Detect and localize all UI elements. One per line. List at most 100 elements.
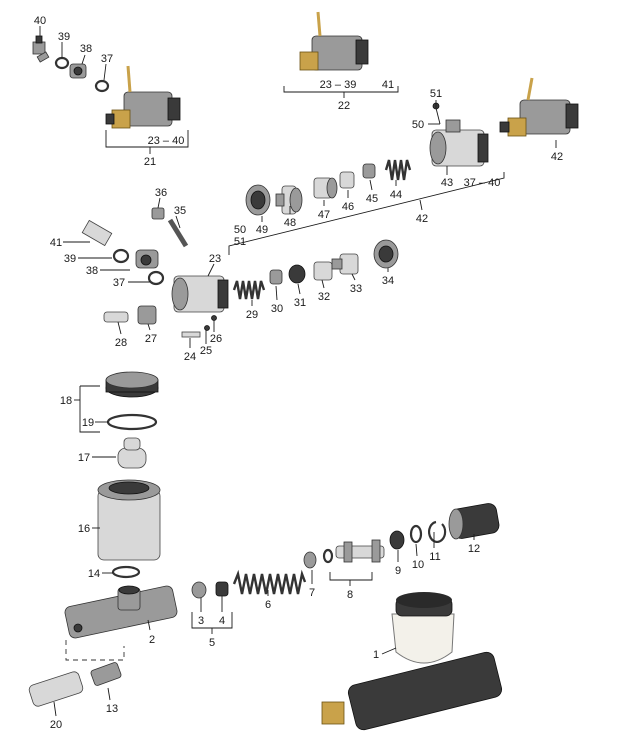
part-25-clip (204, 325, 210, 331)
callout-36: 36 (155, 187, 167, 199)
part-49-cap (245, 184, 271, 216)
callout-38: 38 (80, 43, 92, 55)
callout-25: 25 (200, 345, 212, 357)
part-28-bolt (103, 311, 129, 323)
callout-2: 2 (149, 634, 155, 646)
callout-44: 44 (390, 189, 402, 201)
part-39-washer-top (54, 56, 70, 70)
part-21-wheel-cylinder (105, 65, 181, 129)
part-31-seal (288, 264, 306, 284)
part-44-spring (384, 159, 412, 181)
part-35-bolt (167, 218, 189, 248)
callout-43: 43 (441, 177, 453, 189)
callout-6: 6 (265, 599, 271, 611)
part-37-washer-top (94, 79, 110, 93)
part-13-fitting (90, 662, 122, 686)
callout-39-mid: 39 (64, 253, 76, 265)
part-32-piston (313, 261, 333, 281)
dashed-reference-lines (65, 640, 125, 661)
part-6-spring (232, 569, 307, 595)
callout-37-mid: 37 (113, 277, 125, 289)
part-26-clip (211, 315, 217, 321)
part-48-piston (275, 185, 303, 215)
callout-39: 39 (58, 31, 70, 43)
callout-49: 49 (256, 224, 268, 236)
part-34-cap (373, 239, 399, 269)
callout-18: 18 (60, 395, 72, 407)
part-4-cup (215, 581, 229, 597)
part-2-master-cylinder (64, 585, 178, 639)
callout-9: 9 (395, 565, 401, 577)
callout-3: 3 (198, 615, 204, 627)
callout-31: 31 (294, 297, 306, 309)
part-43-cylinder-body (429, 102, 489, 167)
callout-51: 51 (234, 236, 246, 248)
callout-21-range: 23 – 40 (148, 135, 185, 147)
part-17-filter (117, 437, 147, 469)
callout-42-row: 42 (416, 213, 428, 225)
callout-24: 24 (184, 351, 196, 363)
callout-29: 29 (246, 309, 258, 321)
part-37-washer (147, 270, 165, 286)
callout-40: 40 (34, 15, 46, 27)
callout-28: 28 (115, 337, 127, 349)
callout-14: 14 (88, 568, 100, 580)
callout-19: 19 (82, 417, 94, 429)
callout-35: 35 (174, 205, 186, 217)
callout-33: 33 (350, 283, 362, 295)
part-38-banjo-top (69, 63, 87, 79)
part-14-seal-ring (111, 565, 141, 579)
part-46-seal (339, 171, 355, 189)
callout-22-range: 23 – 39 (320, 79, 357, 91)
callout-46: 46 (342, 201, 354, 213)
callout-20: 20 (50, 719, 62, 731)
part-40-bleed-screw (32, 35, 50, 63)
part-36-nut (151, 207, 165, 220)
part-18-reservoir-cap (105, 371, 159, 398)
callout-47: 47 (318, 209, 330, 221)
callout-12: 12 (468, 543, 480, 555)
callout-34: 34 (382, 275, 394, 287)
part-38-banjo (135, 249, 159, 269)
part-3-nut (191, 581, 207, 599)
callout-26: 26 (210, 333, 222, 345)
part-29-spring (232, 280, 266, 300)
callout-50: 50 (234, 224, 246, 236)
part-16-reservoir (97, 479, 161, 561)
callout-13: 13 (106, 703, 118, 715)
callout-41-top: 41 (382, 79, 394, 91)
callout-11: 11 (429, 551, 440, 563)
callout-37: 37 (101, 53, 113, 65)
part-47-cup (313, 177, 338, 199)
callout-42-right: 42 (551, 151, 563, 163)
callout-50-top: 50 (412, 119, 424, 131)
callout-42-range: 37 – 40 (464, 177, 501, 189)
callout-23: 23 (209, 253, 221, 265)
part-10-washer (409, 524, 423, 544)
part-20-pushrod (28, 671, 84, 707)
part-11-circlip (428, 520, 447, 543)
callout-48: 48 (284, 217, 296, 229)
callout-7: 7 (309, 587, 315, 599)
callout-45: 45 (366, 193, 378, 205)
callout-41: 41 (50, 237, 62, 249)
part-27-nut (137, 305, 157, 325)
callout-27: 27 (145, 333, 157, 345)
part-19-gasket (106, 413, 158, 431)
part-7-spring-seat (303, 551, 317, 569)
callout-16: 16 (78, 523, 90, 535)
part-45-spring-cup (362, 163, 376, 179)
callout-22: 22 (338, 100, 350, 112)
part-9-seal (389, 530, 405, 550)
callout-4: 4 (219, 615, 225, 627)
callout-10: 10 (412, 559, 424, 571)
callout-8: 8 (347, 589, 353, 601)
part-24-pin (181, 331, 201, 338)
part-33-cup (331, 253, 359, 275)
part-22-wheel-cylinder (299, 11, 369, 71)
part-8-piston-assembly (322, 539, 385, 564)
callout-38-mid: 38 (86, 265, 98, 277)
callout-labels: 40 39 38 37 23 – 40 21 23 – 39 41 22 51 … (34, 15, 563, 731)
part-12-dust-boot (448, 503, 500, 540)
part-23-cylinder-body (171, 275, 229, 313)
